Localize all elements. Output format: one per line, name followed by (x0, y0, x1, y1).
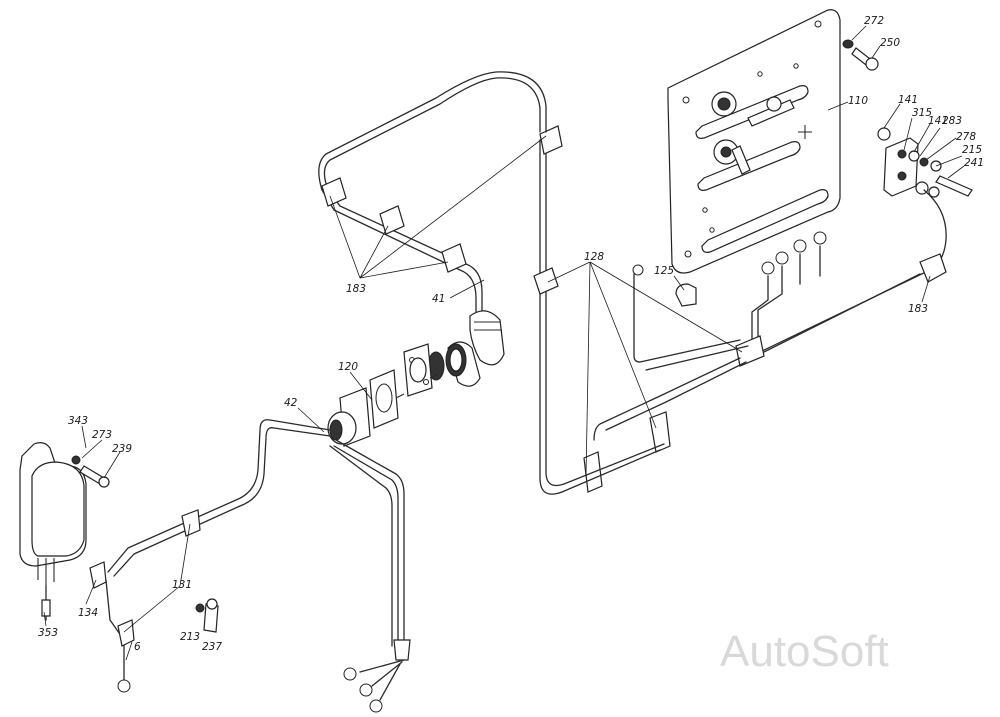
label-131: 131 (172, 579, 192, 591)
label-125: 125 (654, 265, 674, 277)
label-241: 241 (964, 157, 984, 169)
loose-bolt (195, 598, 219, 633)
leader-lines (43, 25, 965, 661)
label-283: 283 (942, 115, 962, 127)
label-239: 239 (112, 443, 132, 455)
label-237: 237 (202, 641, 222, 653)
label-213: 213 (180, 631, 200, 643)
label-141b: 141 (928, 115, 948, 127)
label-353: 353 (38, 627, 58, 639)
panel-leads (583, 231, 827, 493)
grommet-125 (675, 283, 697, 307)
label-215: 215 (962, 144, 982, 156)
label-272: 272 (864, 15, 884, 27)
switch-panel (667, 9, 841, 274)
elbow-connector (469, 310, 505, 366)
label-183b: 183 (908, 303, 928, 315)
label-110: 110 (848, 95, 868, 107)
hardware-upper-right (842, 39, 973, 198)
voltage-regulator (19, 442, 110, 621)
part-labels: 272 250 110 141 315 141 283 278 215 241 … (38, 15, 984, 653)
label-42: 42 (284, 397, 298, 409)
upper-harness (318, 71, 547, 366)
label-6: 6 (134, 641, 141, 653)
connector-assembly (327, 341, 481, 447)
label-273: 273 (92, 429, 112, 441)
label-128: 128 (584, 251, 604, 263)
label-315: 315 (912, 107, 932, 119)
label-343: 343 (68, 415, 88, 427)
label-250: 250 (880, 37, 900, 49)
clip-183b (919, 253, 947, 283)
label-41: 41 (432, 293, 445, 305)
left-harness (89, 419, 411, 713)
clip-128a (533, 267, 559, 295)
label-134: 134 (78, 607, 98, 619)
main-cable (539, 139, 661, 495)
label-183a: 183 (346, 283, 366, 295)
watermark: AutoSoft (720, 627, 889, 676)
label-141a: 141 (898, 94, 918, 106)
label-120: 120 (338, 361, 358, 373)
label-278: 278 (956, 131, 976, 143)
